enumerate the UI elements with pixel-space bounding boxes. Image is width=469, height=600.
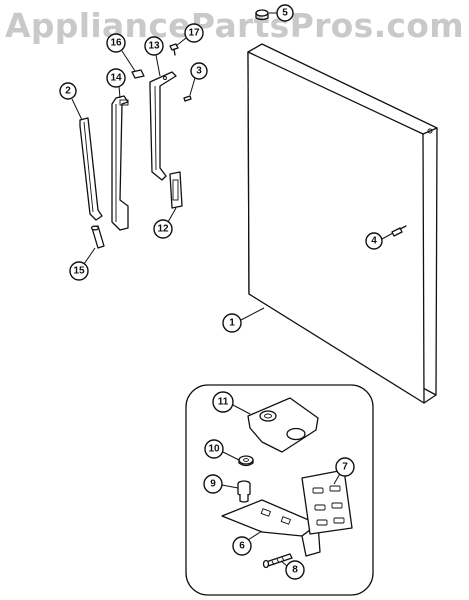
callout-label: 5 [282, 8, 288, 19]
callout-2: 2 [59, 82, 77, 100]
hinge-screw-part [262, 553, 293, 569]
callout-5: 5 [276, 4, 294, 22]
hinge-cap-part [255, 9, 269, 21]
callout-label: 9 [210, 479, 216, 490]
callout-label: 4 [371, 236, 377, 247]
callout-12: 12 [153, 219, 173, 239]
hinge-plate-part [247, 397, 319, 453]
small-screw-part [183, 95, 192, 102]
callout-label: 2 [65, 86, 71, 97]
callout-label: 13 [148, 41, 160, 52]
watermark: AppliancePartsPros.com [5, 6, 464, 45]
callout-label: 7 [342, 462, 348, 473]
leader-lines [71, 12, 394, 567]
callout-label: 8 [292, 565, 298, 576]
callout-8: 8 [285, 560, 305, 580]
callout-label: 12 [157, 224, 169, 235]
door-panel [247, 43, 438, 404]
callout-label: 3 [196, 66, 202, 77]
callout-15: 15 [69, 261, 89, 281]
callout-label: 11 [218, 397, 229, 408]
callout-label: 6 [239, 541, 245, 552]
handle-strip-part [79, 117, 103, 221]
callout-17: 17 [184, 23, 204, 43]
shim-plate-part [301, 469, 353, 535]
small-cap-part [131, 69, 145, 79]
callout-1: 1 [222, 313, 242, 333]
callout-label: 17 [188, 28, 200, 39]
callout-7: 7 [335, 457, 355, 477]
callout-3: 3 [190, 62, 208, 80]
callout-label: 10 [208, 444, 220, 455]
handle-bracket-part [111, 95, 129, 231]
callout-label: 1 [229, 318, 235, 329]
door-screw-part [391, 225, 407, 237]
end-plate-part [169, 171, 183, 209]
callout-4: 4 [365, 232, 383, 250]
callout-16: 16 [106, 33, 126, 53]
callout-14: 14 [106, 68, 126, 88]
callout-13: 13 [144, 36, 164, 56]
callout-9: 9 [203, 474, 223, 494]
hinge-detail-frame [185, 384, 374, 596]
callout-10: 10 [204, 439, 224, 459]
washer-part [238, 455, 254, 467]
clip-part [90, 225, 105, 249]
callout-6: 6 [232, 536, 252, 556]
callout-11: 11 [212, 391, 234, 413]
callout-label: 16 [110, 38, 122, 49]
callout-label: 14 [110, 73, 122, 84]
hinge-pin-part [237, 480, 251, 503]
long-bracket-part [149, 71, 177, 181]
callout-label: 15 [73, 266, 85, 277]
